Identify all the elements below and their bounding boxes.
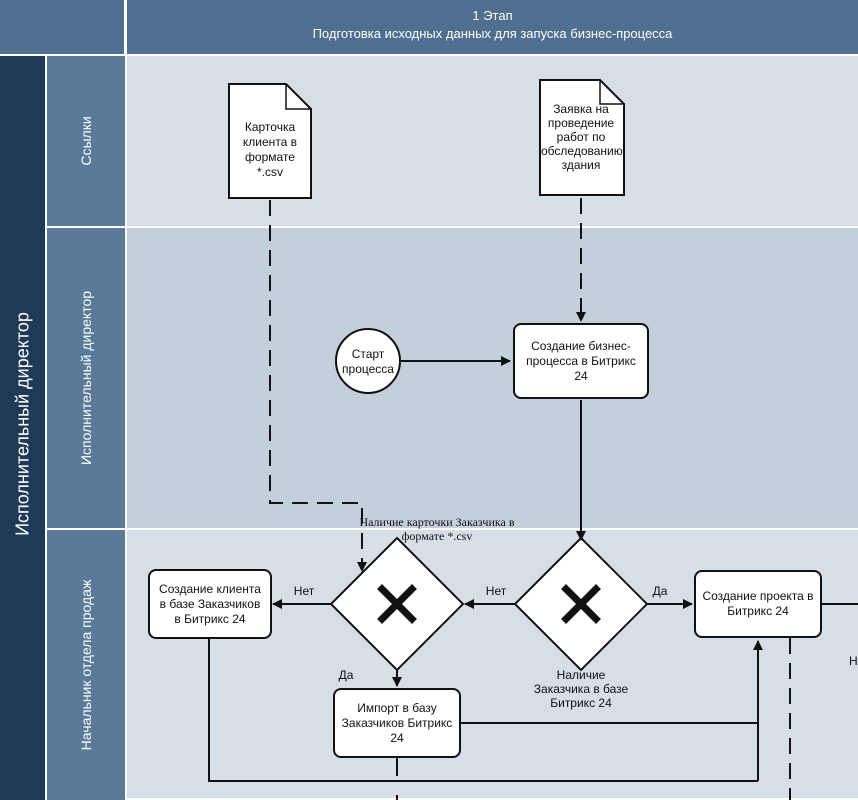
stage-subtitle: Подготовка исходных данных для запуска б… <box>312 26 673 41</box>
gateway-customer-check-label: Наличие Заказчика в базе Битрикс 24 <box>533 668 629 710</box>
task-create-client: Создание клиента в базе Заказчиков в Бит… <box>148 569 272 639</box>
stage-header: 1 Этап Подготовка исходных данных для за… <box>127 0 858 54</box>
edge-label-yes: Да <box>652 584 668 598</box>
document-fold <box>285 84 311 110</box>
gateway-card-check-label: Наличие карточки Заказчика в формате *.c… <box>359 515 515 543</box>
dashed-arrowhead <box>576 312 586 322</box>
document-survey-request-text: Заявка на проведение работ по обследован… <box>541 102 623 172</box>
start-event-label: Старт процесса <box>342 347 394 376</box>
document-survey-request <box>539 79 625 196</box>
edge-label-cutoff: Н <box>849 654 858 668</box>
dashed-arrowhead <box>357 562 367 572</box>
stage-title: 1 Этап <box>472 8 513 23</box>
document-client-card-text: Карточка клиента в формате *.csv <box>242 120 298 179</box>
solid-connectors <box>208 356 858 800</box>
document-fold <box>599 80 624 105</box>
task-import-customers: Импорт в базу Заказчиков Битрикс 24 <box>333 688 461 758</box>
gateway-x-icon <box>377 584 417 624</box>
task-create-project: Создание проекта в Битрикс 24 <box>694 570 822 638</box>
edge-label-no: Нет <box>485 584 507 598</box>
lane-label-links <box>47 56 125 226</box>
task-create-business-process: Создание бизнес-процесса в Битрикс 24 <box>513 323 649 399</box>
lane-exec-director <box>127 228 858 528</box>
edge-label-no: Нет <box>293 584 315 598</box>
gateway-x-icon <box>561 584 601 624</box>
header-corner <box>0 0 124 54</box>
lane-label-sales-head <box>47 530 125 800</box>
lane-label-exec-director <box>47 228 125 528</box>
document-client-card <box>228 83 312 199</box>
pool-label-column <box>0 56 45 800</box>
dashed-connectors <box>269 198 791 800</box>
edge-label-yes: Да <box>338 668 354 682</box>
